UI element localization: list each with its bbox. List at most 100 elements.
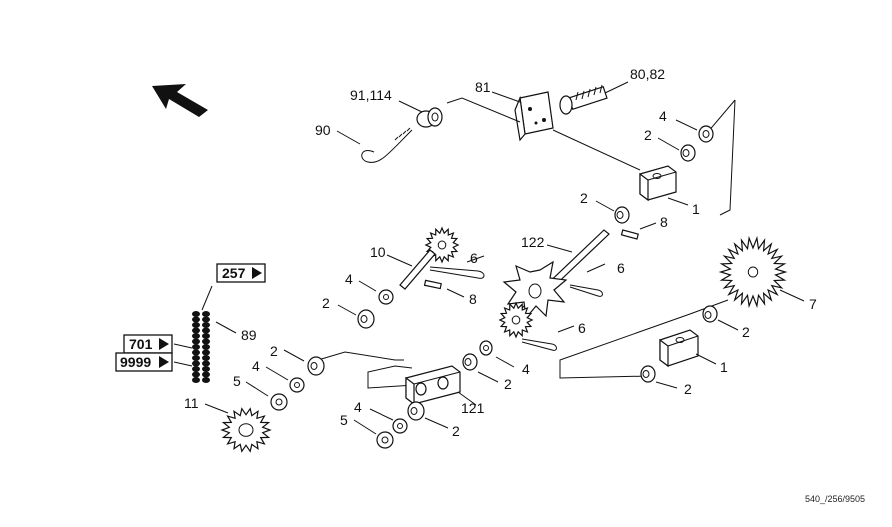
callout-7: 7 — [809, 296, 817, 312]
washer-5-far-left — [270, 393, 288, 411]
callout-121: 121 — [461, 400, 485, 416]
callout-4-top: 4 — [659, 108, 667, 124]
pin-right — [620, 229, 639, 240]
chain-link — [192, 322, 200, 328]
callout-11: 11 — [184, 395, 199, 411]
callout-2-top: 2 — [644, 127, 652, 143]
chain-link — [192, 338, 200, 345]
bearing-block-top — [639, 165, 677, 202]
bushing-left — [357, 309, 375, 329]
saw-gear — [718, 235, 788, 309]
triangle-play-icon — [159, 356, 169, 368]
bolt-with-nut — [559, 84, 608, 115]
bushing-mid — [614, 206, 630, 224]
bracket-plate — [514, 91, 554, 142]
gear-small-lower — [498, 301, 534, 339]
chain-link — [202, 316, 210, 323]
bushing-chain — [307, 356, 325, 376]
chain-link — [202, 327, 210, 334]
bushing-lower — [462, 353, 478, 371]
callout-2-bottom-right: 2 — [684, 381, 692, 397]
callout-5-bottom: 5 — [340, 412, 348, 428]
chain-link — [202, 311, 210, 317]
callout-80-82: 80,82 — [630, 66, 665, 82]
washer-5-bottom — [376, 431, 394, 449]
chain-link — [192, 349, 200, 356]
callout-1-bottom: 1 — [720, 359, 728, 375]
callout-6-left: 6 — [470, 250, 478, 266]
callout-4-far-left: 4 — [252, 358, 260, 374]
ref-box-257[interactable]: 257 — [216, 263, 266, 283]
bushing-top — [680, 144, 696, 162]
double-bearing-block — [405, 365, 461, 406]
bushing-bottom-right — [640, 365, 656, 383]
assembly-lines — [317, 97, 736, 389]
ref-box-9999[interactable]: 9999 — [115, 352, 173, 372]
ref-label-701: 701 — [129, 336, 153, 352]
bushing-bottom — [407, 401, 425, 421]
ref-box-701[interactable]: 701 — [123, 334, 173, 354]
shaft-10 — [399, 249, 436, 290]
callout-2-left: 2 — [322, 295, 330, 311]
star-wheel — [502, 260, 568, 320]
callout-1-top: 1 — [692, 201, 700, 217]
washer-lower — [479, 340, 493, 356]
chain-link — [202, 338, 210, 345]
callout-4-bottom: 4 — [354, 399, 362, 415]
chain-link — [202, 333, 210, 339]
callout-90: 90 — [315, 122, 331, 138]
washer-top — [698, 125, 714, 143]
chain-link — [192, 371, 200, 378]
bushing-right — [702, 305, 718, 323]
chain-link — [192, 311, 200, 317]
chain-link — [202, 344, 210, 350]
ref-label-257: 257 — [222, 265, 246, 281]
roller-chain — [192, 311, 210, 383]
washer-left — [378, 289, 394, 305]
chain-link — [192, 377, 200, 383]
callout-2-bottom: 2 — [452, 423, 460, 439]
callout-2-right: 2 — [742, 324, 750, 340]
callout-81: 81 — [475, 79, 491, 95]
ref-label-9999: 9999 — [120, 354, 151, 370]
callout-2-mid: 2 — [580, 190, 588, 206]
chain-link — [202, 322, 210, 328]
chain-link — [192, 360, 200, 367]
chain-link — [202, 371, 210, 378]
chain-link — [192, 344, 200, 350]
drawing-code: 540_/256/9505 — [805, 494, 865, 504]
triangle-play-icon — [252, 267, 262, 279]
sprocket-11 — [220, 407, 272, 453]
chain-link — [192, 355, 200, 361]
callout-10: 10 — [370, 244, 386, 260]
callout-89: 89 — [241, 327, 257, 343]
callout-2-lower: 2 — [504, 376, 512, 392]
callout-5-far-left: 5 — [233, 373, 241, 389]
direction-arrow-icon — [152, 84, 208, 117]
callout-8-left: 8 — [469, 291, 477, 307]
chain-link — [192, 366, 200, 372]
callout-6-lower: 6 — [578, 320, 586, 336]
chain-link — [202, 360, 210, 367]
nut-washer — [416, 107, 443, 128]
chain-link — [202, 349, 210, 356]
chain-link — [192, 316, 200, 323]
cotter-pin-left — [429, 266, 485, 279]
triangle-play-icon — [159, 338, 169, 350]
washer-bottom — [392, 418, 408, 434]
chain-link — [202, 377, 210, 383]
chain-link — [202, 366, 210, 372]
callout-122: 122 — [521, 234, 545, 250]
callout-8-right: 8 — [660, 214, 668, 230]
pin-left — [423, 279, 442, 290]
chain-link — [202, 355, 210, 361]
chain-link — [192, 333, 200, 339]
cotter-pin-right — [569, 284, 603, 297]
bearing-block-bottom — [659, 329, 699, 368]
callout-2-chain: 2 — [270, 343, 278, 359]
callout-91-114: 91,114 — [350, 87, 392, 103]
callout-6-right: 6 — [617, 260, 625, 276]
chain-link — [192, 327, 200, 334]
cotter-pin-lower — [521, 338, 557, 351]
